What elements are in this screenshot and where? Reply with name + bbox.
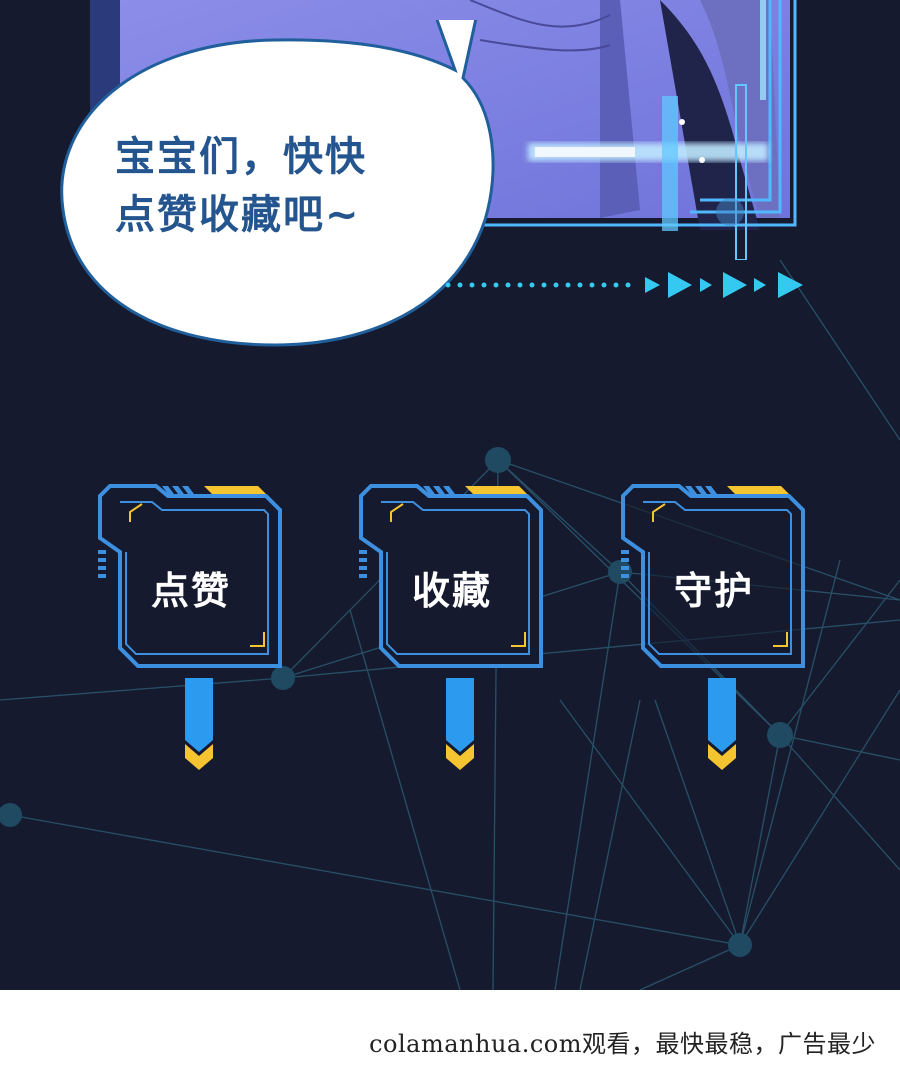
- badge-frame: [359, 484, 543, 770]
- speech-bubble-shape: [60, 0, 495, 347]
- footer: colamanhua.com观看，最快最稳，广告最少: [0, 990, 900, 1077]
- badge-frame: [621, 484, 805, 770]
- speech-line-1: 宝宝们，快快: [115, 134, 367, 180]
- speech-bubble: 宝宝们，快快 点赞收藏吧~: [55, 0, 495, 350]
- guard-badge-label: 守护: [673, 569, 754, 613]
- dotted-arrow-decoration: [445, 272, 803, 298]
- favorite-badge[interactable]: 收藏: [357, 482, 547, 782]
- watermark-text: colamanhua.com观看，最快最稳，广告最少: [369, 1030, 876, 1058]
- comic-panel: 宝宝们，快快 点赞收藏吧~: [0, 0, 900, 990]
- guard-badge[interactable]: 守护: [619, 482, 809, 782]
- speech-line-2: 点赞收藏吧~: [115, 192, 361, 238]
- speech-bubble-text: 宝宝们，快快 点赞收藏吧~: [115, 128, 435, 244]
- like-badge-label: 点赞: [150, 569, 231, 613]
- badge-frame: [98, 484, 282, 770]
- favorite-badge-label: 收藏: [411, 569, 492, 613]
- network-background: [0, 259, 900, 990]
- like-badge[interactable]: 点赞: [96, 482, 286, 782]
